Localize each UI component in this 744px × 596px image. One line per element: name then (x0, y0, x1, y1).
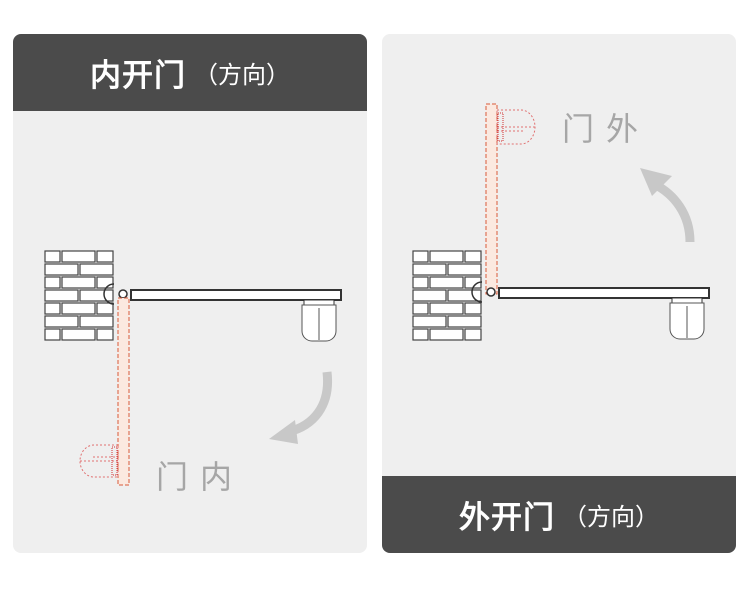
door-open-dashed (117, 297, 130, 486)
motor-icon (301, 299, 337, 342)
outward-footer: 外开门 （方向） (382, 476, 736, 553)
brick (44, 263, 79, 276)
brick (412, 276, 429, 289)
brick (447, 315, 482, 328)
brick (429, 250, 464, 263)
brick (429, 276, 464, 289)
brick (412, 328, 429, 341)
inward-header: 内开门 （方向） (13, 34, 367, 111)
brick-wall-icon (44, 250, 114, 341)
brick (44, 315, 79, 328)
brick (61, 276, 96, 289)
arrow-outward-icon (640, 168, 695, 243)
brick (61, 250, 96, 263)
brick (447, 263, 482, 276)
brick (79, 315, 114, 328)
brick-wall-icon (412, 250, 482, 341)
brick (96, 276, 114, 289)
brick (429, 328, 464, 341)
door-closed (130, 289, 342, 301)
brick (44, 250, 61, 263)
inward-title: 内开门 (90, 58, 186, 94)
brick (412, 289, 447, 302)
brick (79, 263, 114, 276)
brick (96, 328, 114, 341)
outward-subtitle: （方向） (563, 503, 659, 531)
brick (429, 302, 464, 315)
motor-open-dashed-icon (496, 109, 536, 145)
brick (412, 315, 447, 328)
hinge-pin (486, 287, 496, 297)
brick (464, 250, 482, 263)
brick (447, 289, 482, 302)
brick (464, 302, 482, 315)
inward-diagram (44, 250, 342, 486)
inward-subtitle: （方向） (194, 61, 290, 89)
inward-label: 门内 (156, 458, 245, 496)
inward-panel: 内开门 （方向） 门内 (13, 34, 367, 553)
brick (464, 328, 482, 341)
brick (44, 328, 61, 341)
hinge-icon (103, 283, 115, 305)
brick (79, 289, 114, 302)
brick (96, 250, 114, 263)
outward-diagram (412, 103, 710, 341)
brick (412, 263, 447, 276)
brick (412, 302, 429, 315)
arrow-inward-icon (269, 371, 333, 444)
motor-open-dashed-icon (79, 444, 119, 478)
brick (96, 302, 114, 315)
outward-title: 外开门 (459, 500, 555, 536)
brick (44, 276, 61, 289)
motor-icon (669, 297, 705, 340)
brick (61, 328, 96, 341)
brick (44, 302, 61, 315)
hinge-icon (471, 281, 483, 303)
outward-label: 门外 (562, 110, 651, 148)
brick (61, 302, 96, 315)
hinge-pin (118, 289, 128, 299)
outward-panel: 门外 外开门 （方向） (382, 34, 736, 553)
brick (412, 250, 429, 263)
brick (44, 289, 79, 302)
door-closed (498, 287, 710, 299)
door-open-dashed (485, 103, 498, 295)
